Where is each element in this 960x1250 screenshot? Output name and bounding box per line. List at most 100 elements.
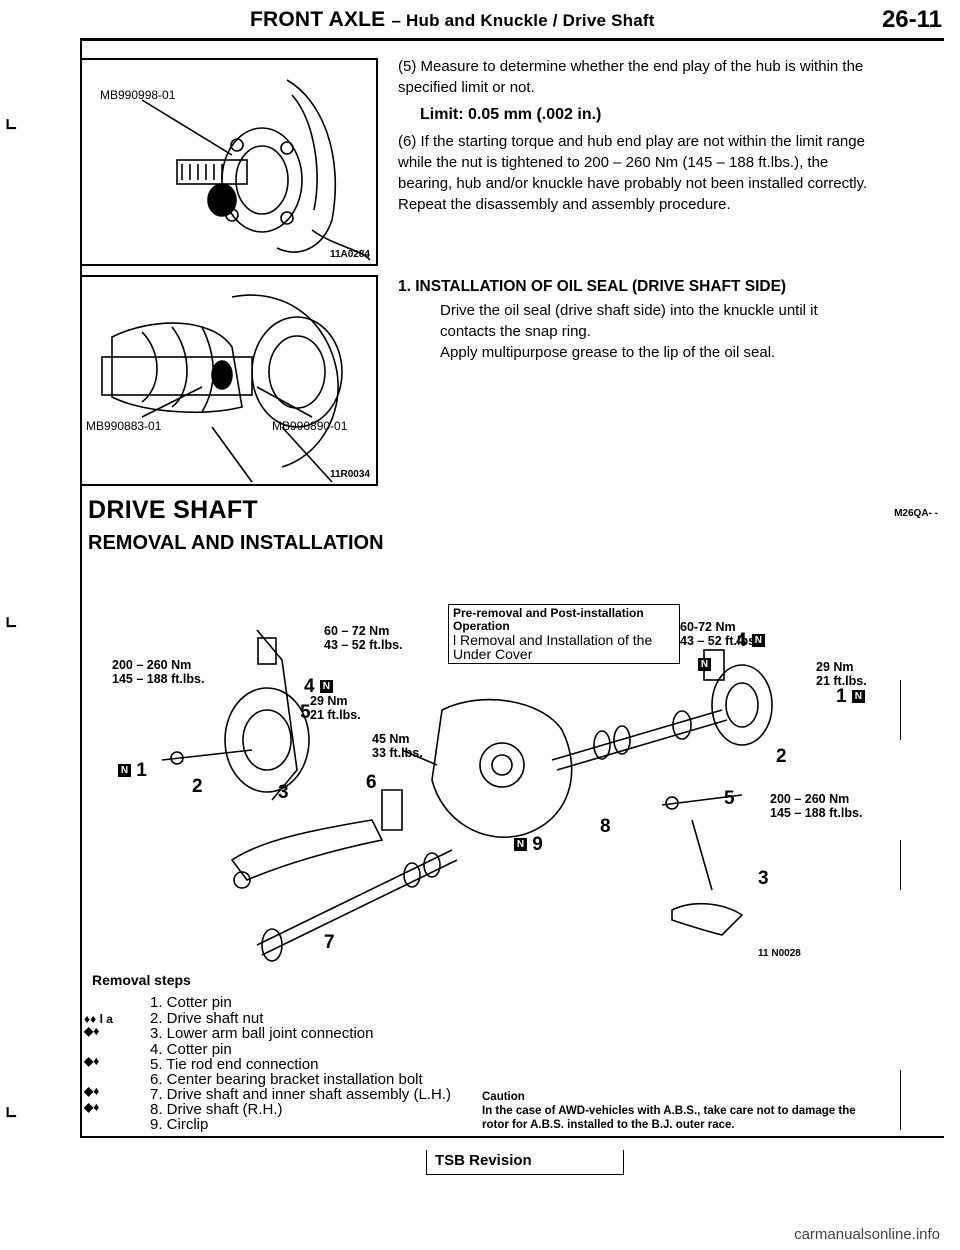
- oil-seal-install-illustration: [101, 294, 343, 483]
- pre-removal-box: Pre-removal and Post-installation Operat…: [448, 604, 680, 664]
- new-part-badge: N: [851, 690, 865, 704]
- page-header-title: FRONT AXLE – Hub and Knuckle / Drive Sha…: [250, 8, 655, 32]
- torque-nm: 29 Nm: [310, 694, 348, 708]
- side-line: [900, 840, 901, 890]
- step-mark: ◆♦: [84, 1100, 100, 1114]
- step-mark: ◆♦: [84, 1024, 100, 1038]
- oil-seal-line-1: Drive the oil seal (drive shaft side) in…: [440, 302, 818, 340]
- side-line: [900, 680, 901, 740]
- removal-step: 5. Tie rod end connection: [150, 1056, 319, 1073]
- section-code: M26QA- -: [894, 508, 938, 519]
- oil-seal-body: Drive the oil seal (drive shaft side) in…: [440, 300, 868, 363]
- new-part-badge: N: [751, 634, 765, 648]
- callout-9: N 9: [514, 834, 543, 856]
- torque-ftlbs: 33 ft.lbs.: [372, 746, 423, 760]
- figure-oil-seal: MB990883-01 MB990890-01 11R0034: [80, 275, 378, 486]
- callout-8: 8: [600, 816, 611, 837]
- torque-nm: 45 Nm: [372, 732, 410, 746]
- torque-label: 45 Nm 33 ft.lbs.: [372, 732, 423, 760]
- removal-step: 9. Circlip: [150, 1116, 209, 1133]
- torque-nm: 200 – 260 Nm: [770, 792, 850, 806]
- removal-step: 8. Drive shaft (R.H.): [150, 1101, 283, 1118]
- drive-shaft-title: DRIVE SHAFT: [88, 496, 258, 524]
- oil-seal-heading: 1. INSTALLATION OF OIL SEAL (DRIVE SHAFT…: [398, 278, 787, 295]
- torque-ftlbs: 43 – 52 ft.lbs.: [324, 638, 403, 652]
- figure-code: 11R0034: [329, 469, 370, 480]
- torque-ftlbs: 21 ft.lbs.: [816, 674, 867, 688]
- removal-step: 1. Cotter pin: [150, 994, 232, 1011]
- removal-step: 7. Drive shaft and inner shaft assembly …: [150, 1086, 451, 1103]
- figure-hub-tool: MB990998-01 11A0284: [80, 58, 378, 266]
- watermark: carmanualsonline.info: [794, 1226, 940, 1243]
- callout-2: 2: [192, 776, 203, 797]
- callout-4: 4 N: [304, 676, 333, 698]
- header-title: FRONT AXLE: [250, 8, 386, 31]
- removal-step: 3. Lower arm ball joint connection: [150, 1025, 374, 1042]
- torque-nm: 60 – 72 Nm: [324, 624, 390, 638]
- header-subtitle: – Hub and Knuckle / Drive Shaft: [391, 11, 655, 30]
- torque-label: 29 Nm 21 ft.lbs.: [310, 694, 361, 722]
- tool-label: MB990998-01: [100, 88, 176, 102]
- step-5: (5) Measure to determine whether the end…: [398, 58, 864, 96]
- step-6: (6) If the starting torque and hub end p…: [398, 133, 868, 213]
- diagram-code: 11 N0028: [758, 948, 801, 959]
- new-part-badge: N: [514, 838, 527, 852]
- caution-title: Caution: [482, 1091, 525, 1103]
- callout-5-right: 5: [724, 788, 735, 809]
- removal-step: 4. Cotter pin: [150, 1041, 232, 1058]
- tool-label-left: MB990883-01: [86, 419, 162, 433]
- removal-step: 6. Center bearing bracket installation b…: [150, 1071, 423, 1088]
- torque-label: 200 – 260 Nm 145 – 188 ft.lbs.: [770, 792, 862, 820]
- torque-label: 60 – 72 Nm 43 – 52 ft.lbs.: [324, 624, 403, 652]
- removal-installation-title: REMOVAL AND INSTALLATION: [88, 532, 384, 554]
- torque-ftlbs: 145 – 188 ft.lbs.: [770, 806, 863, 820]
- torque-nm: 200 – 260 Nm: [112, 658, 192, 672]
- removal-step: 2. Drive shaft nut: [150, 1010, 264, 1027]
- new-part-badge: N: [319, 680, 333, 694]
- torque-label: 29 Nm 21 ft.lbs.: [816, 660, 867, 688]
- oil-seal-line-2: Apply multipurpose grease to the lip of …: [440, 344, 776, 361]
- callout-3-right: 3: [758, 868, 769, 889]
- drive-shaft-exploded-view: [161, 629, 773, 962]
- end-play-instructions: (5) Measure to determine whether the end…: [398, 56, 868, 215]
- tsb-revision: TSB Revision: [426, 1150, 624, 1175]
- binding-mark: ⌞: [4, 1089, 19, 1122]
- step-mark: ◆♦: [84, 1054, 100, 1068]
- header-rule: [80, 38, 944, 41]
- caution-box: Caution In the case of AWD-vehicles with…: [482, 1090, 862, 1132]
- drive-shaft-diagram: 60 – 72 Nm 43 – 52 ft.lbs. 200 – 260 Nm …: [82, 590, 944, 970]
- pre-box-body: l Removal and Installation of the Under …: [453, 632, 653, 662]
- callout-3: 3: [278, 782, 289, 803]
- tool-label-right: MB990890-01: [272, 419, 348, 433]
- caution-text: In the case of AWD-vehicles with A.B.S.,…: [482, 1105, 856, 1131]
- bottom-rule: [80, 1136, 944, 1138]
- limit-value: Limit: 0.05 mm (.002 in.): [420, 106, 602, 123]
- torque-ftlbs: 43 – 52 ft.lbs.: [680, 634, 759, 648]
- binding-mark: ⌞: [4, 101, 19, 134]
- callout-4-right: 4 N: [736, 630, 765, 652]
- step-mark: ♦♦ l a: [84, 1012, 113, 1026]
- torque-ftlbs: 21 ft.lbs.: [310, 708, 361, 722]
- left-rule: [80, 41, 82, 1136]
- torque-label: 60-72 Nm 43 – 52 ft.lbs.: [680, 620, 759, 648]
- pre-box-heading: Pre-removal and Post-installation Operat…: [453, 606, 644, 633]
- binding-mark: ⌞: [4, 599, 19, 632]
- hub-end-play-illustration: [141, 79, 371, 261]
- new-part-badge: N: [118, 764, 131, 778]
- callout-1-right: 1 N: [836, 686, 865, 708]
- callout-2-right: 2: [776, 746, 787, 767]
- new-part-badge-right: N: [698, 654, 711, 676]
- figure-code: 11A0284: [329, 249, 370, 260]
- torque-label: 200 – 260 Nm 145 – 188 ft.lbs.: [112, 658, 204, 686]
- callout-5: 5: [300, 702, 311, 723]
- step-mark: ◆♦: [84, 1084, 100, 1098]
- callout-6: 6: [366, 772, 377, 793]
- removal-steps-title: Removal steps: [92, 972, 191, 988]
- callout-7: 7: [324, 932, 335, 953]
- page-number: 26-11: [881, 6, 942, 33]
- side-line: [900, 1070, 901, 1130]
- callout-1: N 1: [118, 760, 147, 782]
- torque-nm: 29 Nm: [816, 660, 854, 674]
- torque-nm: 60-72 Nm: [680, 620, 736, 634]
- torque-ftlbs: 145 – 188 ft.lbs.: [112, 672, 205, 686]
